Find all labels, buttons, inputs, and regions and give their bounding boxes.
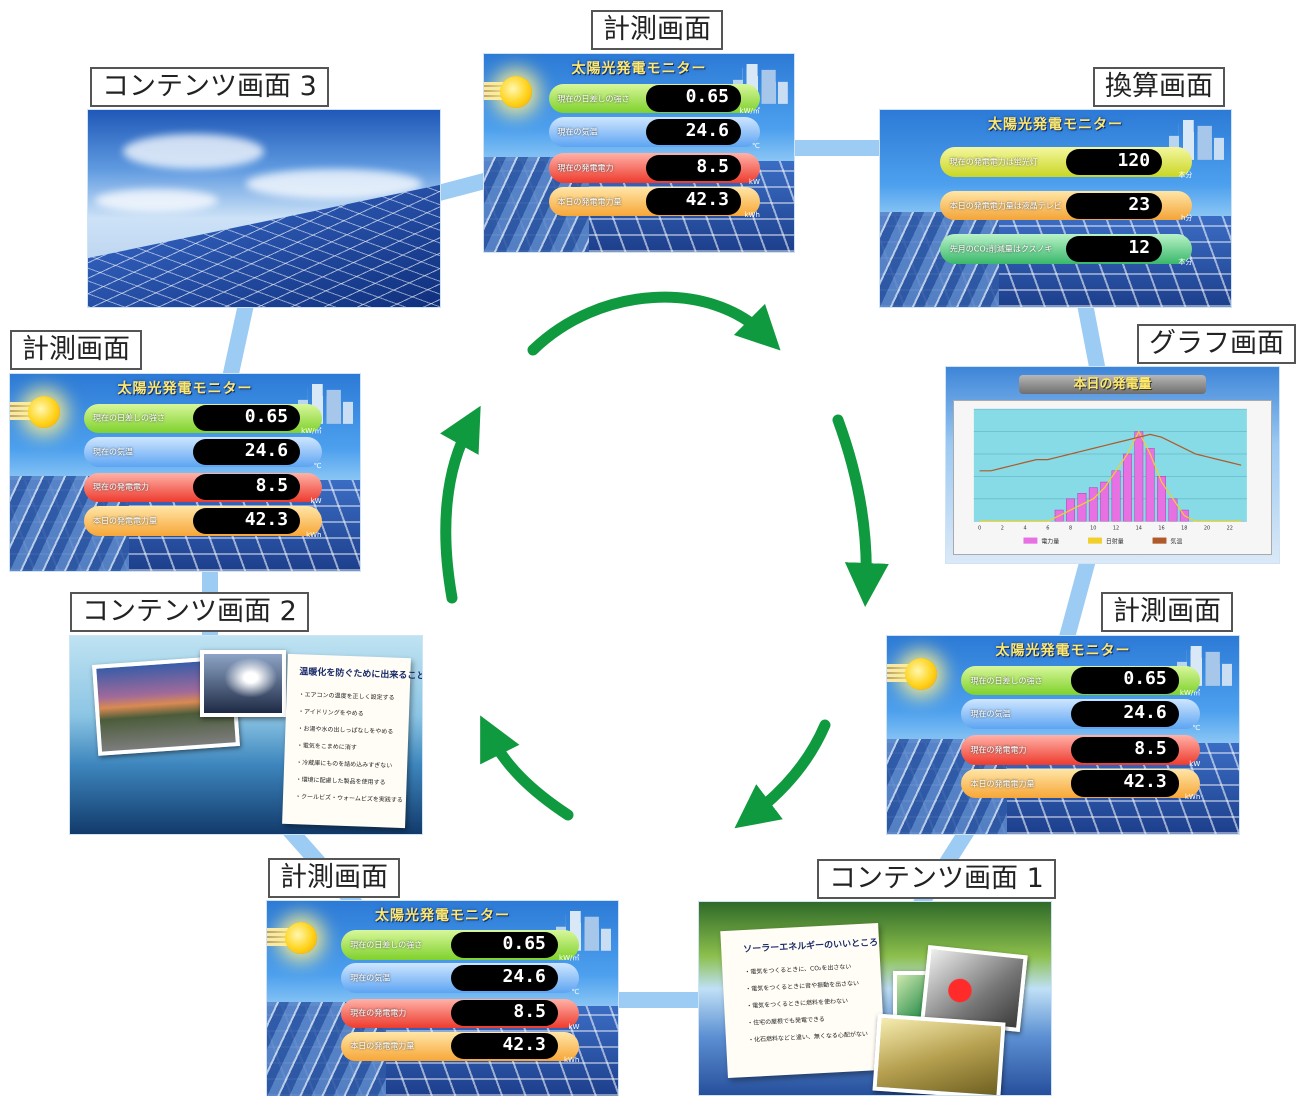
cycle-arrow-2 — [832, 414, 889, 607]
screen-title: 太陽光発電モニター — [117, 380, 253, 397]
label-conversion: 換算画面 — [1093, 67, 1225, 107]
photo-seabird — [200, 649, 286, 718]
cycle-arrow-5 — [440, 405, 481, 604]
cycle-arrow-4 — [480, 715, 574, 821]
sun-icon — [27, 395, 60, 428]
screen-title: 太陽光発電モニター — [571, 60, 707, 77]
x-tick-label: 14 — [1135, 526, 1141, 532]
bar-power — [1088, 487, 1098, 522]
screen-title: 太陽光発電モニター — [995, 642, 1131, 659]
bar-power — [1156, 476, 1166, 522]
plot-area — [973, 409, 1247, 522]
bar-power — [1122, 454, 1132, 522]
screen-content2: 温暖化を防ぐために出来ること ・エアコンの温度を正しく設定する ・アイドリングを… — [70, 636, 422, 834]
label-content3: コンテンツ画面 3 — [90, 67, 329, 107]
content1-notepaper: ソーラーエネルギーのいいところ ・電気をつくるときに、CO₂を出さない ・電気を… — [719, 923, 886, 1078]
sun-icon — [499, 75, 532, 108]
bar-power — [1134, 431, 1143, 522]
x-tick-label: 20 — [1204, 526, 1210, 532]
screen-title: 太陽光発電モニター — [375, 907, 510, 924]
legend-swatch — [1152, 537, 1167, 544]
bar-power — [1145, 448, 1155, 522]
legend-swatch — [1023, 537, 1038, 544]
cycle-arrow-3 — [734, 719, 831, 829]
screen-content1: ソーラーエネルギーのいいところ ・電気をつくるときに、CO₂を出さない ・電気を… — [699, 902, 1051, 1095]
bar-power — [1111, 470, 1121, 522]
bar-power — [1077, 493, 1086, 522]
sun-icon — [904, 657, 937, 690]
cycle-arrow-1 — [527, 291, 781, 356]
label-left-measure: 計測画面 — [10, 330, 142, 370]
x-tick-label: 8 — [1069, 526, 1072, 532]
label-content1: コンテンツ画面 1 — [817, 859, 1056, 899]
legend-swatch — [1087, 537, 1102, 544]
sun-icon — [284, 922, 317, 955]
bar-power — [1099, 482, 1109, 522]
screen-graph: 本日の発電量 0 2 4 6 8 10 12 14 16 18 20 22 電力量 日射量 気温 — [946, 367, 1279, 563]
label-top-measure: 計測画面 — [591, 10, 723, 50]
x-tick-label: 22 — [1226, 526, 1232, 532]
screen-title: 太陽光発電モニター — [988, 116, 1123, 133]
legend-label: 日射量 — [1106, 538, 1124, 546]
graph-chart: 0 2 4 6 8 10 12 14 16 18 20 22 電力量 日射量 気温 — [952, 400, 1273, 556]
screen-content3 — [88, 110, 440, 307]
content2-notepaper: 温暖化を防ぐために出来ること ・エアコンの温度を正しく設定する ・アイドリングを… — [281, 653, 422, 829]
label-bottom-measure: 計測画面 — [268, 858, 400, 898]
x-tick-label: 10 — [1090, 526, 1096, 532]
photo-deer — [872, 1013, 1006, 1095]
x-tick-label: 2 — [1000, 526, 1003, 532]
legend-label: 電力量 — [1041, 538, 1059, 546]
label-content2: コンテンツ画面 2 — [70, 592, 309, 632]
x-tick-label: 16 — [1158, 526, 1164, 532]
label-right-measure: 計測画面 — [1101, 592, 1233, 632]
x-tick-label: 0 — [978, 526, 981, 532]
graph-title: 本日の発電量 — [1019, 374, 1206, 395]
x-tick-label: 6 — [1046, 526, 1049, 532]
line-temperature — [979, 434, 1241, 472]
x-tick-label: 12 — [1113, 526, 1119, 532]
legend-label: 気温 — [1170, 538, 1182, 546]
x-tick-label: 18 — [1181, 526, 1187, 532]
x-tick-label: 4 — [1023, 526, 1026, 532]
line-irradiance — [979, 430, 1241, 523]
label-graph: グラフ画面 — [1137, 324, 1296, 364]
